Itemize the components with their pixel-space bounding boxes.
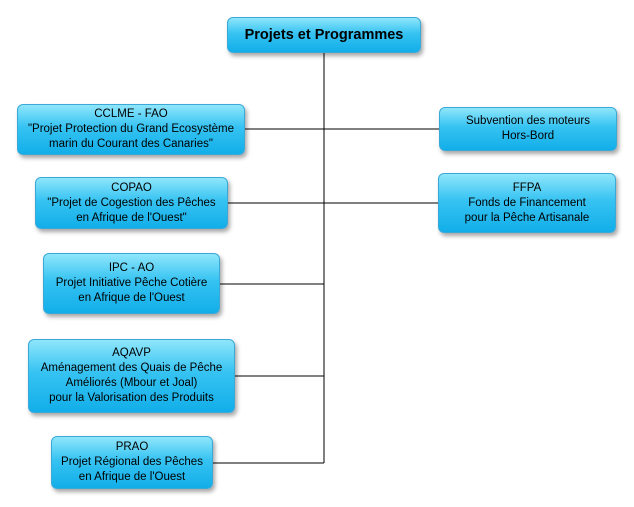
node-ipc-line-3: en Afrique de l'Ouest [78, 292, 185, 304]
node-aqavp-line-2: Aménagement des Quais de Pêche [40, 362, 223, 374]
node-ipc-line-1: IPC - AO [108, 262, 155, 274]
node-copao[interactable]: COPAO "Projet de Cogestion des Pêches en… [35, 177, 228, 229]
node-prao-line-3: en Afrique de l'Ouest [78, 471, 186, 483]
node-subvention-line-2: Hors-Bord [501, 130, 555, 142]
node-ffpa-line-2: Fonds de Financement [468, 196, 586, 209]
node-cclme-line-2: "Projet Protection du Grand Ecosystème [27, 123, 235, 135]
node-ffpa[interactable]: FFPA Fonds de Financement pour la Pêche … [438, 173, 616, 233]
node-aqavp-line-3: Améliorés (Mbour et Joal) [65, 377, 198, 389]
node-copao-line-3: en Afrique de l'Ouest" [76, 211, 187, 224]
node-aqavp[interactable]: AQAVP Aménagement des Quais de Pêche Amé… [28, 339, 235, 413]
node-prao-line-2: Projet Régional des Pêches [61, 456, 203, 468]
node-cclme-fao[interactable]: CCLME - FAO "Projet Protection du Grand … [17, 104, 245, 155]
node-ipc-line-2: Projet Initiative Pêche Cotière [55, 277, 208, 289]
node-aqavp-line-4: pour la Valorisation des Produits [49, 392, 214, 404]
root-node-title: Projets et Programmes [244, 27, 404, 43]
node-cclme-line-3: marin du Courant des Canaries" [49, 138, 213, 150]
node-copao-line-2: "Projet de Cogestion des Pêches [47, 196, 216, 209]
node-ffpa-line-3: pour la Pêche Artisanale [464, 211, 590, 224]
node-ipc-ao[interactable]: IPC - AO Projet Initiative Pêche Cotière… [43, 253, 220, 314]
node-prao[interactable]: PRAO Projet Régional des Pêches en Afriq… [51, 436, 213, 489]
node-subvention-moteurs[interactable]: Subvention des moteurs Hors-Bord [439, 107, 617, 151]
node-cclme-line-1: CCLME - FAO [94, 108, 168, 120]
node-ffpa-line-1: FFPA [512, 181, 542, 194]
root-node-projets-programmes[interactable]: Projets et Programmes [227, 17, 421, 53]
node-subvention-line-1: Subvention des moteurs [465, 115, 591, 127]
node-aqavp-line-1: AQAVP [112, 347, 151, 359]
node-copao-line-1: COPAO [111, 181, 152, 194]
node-prao-line-1: PRAO [115, 441, 149, 453]
